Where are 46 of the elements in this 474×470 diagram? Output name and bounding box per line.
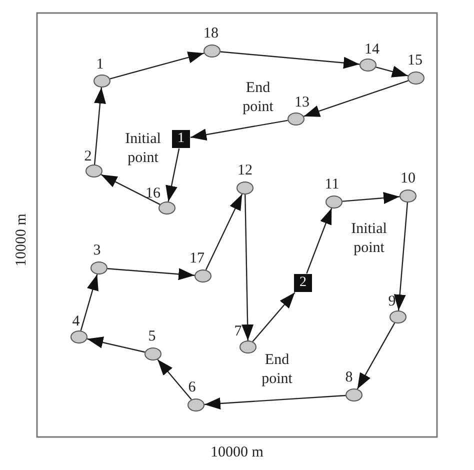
arrow: [220, 51, 360, 69]
arrow: [100, 174, 160, 205]
waypoint-number: 15: [408, 54, 422, 68]
arrow: [356, 322, 396, 390]
waypoint-number: 2: [84, 150, 92, 164]
point-label: Initial point: [124, 130, 162, 168]
arrow: [342, 192, 400, 204]
waypoint-number: 18: [204, 26, 218, 42]
axis-label: 10000 m: [210, 444, 264, 462]
arrow: [204, 394, 346, 410]
arrow: [157, 359, 192, 400]
waypoint-number: 11: [324, 178, 340, 192]
waypoint-number: 8: [345, 370, 353, 386]
axis-label: 10000 m: [12, 214, 30, 266]
waypoint-number: 3: [93, 244, 101, 258]
start-marker: 1: [172, 130, 190, 148]
arrow: [80, 274, 98, 331]
waypoint-number: 5: [148, 330, 156, 344]
arrow: [252, 292, 296, 342]
waypoint-number: 14: [364, 42, 380, 58]
arrow: [94, 87, 106, 165]
arrow: [166, 148, 180, 202]
point-label: End point: [242, 79, 274, 117]
waypoint-number: 1: [96, 58, 104, 72]
arrow: [394, 202, 408, 311]
arrow: [205, 194, 243, 270]
waypoint-number: 12: [238, 164, 252, 178]
arrow: [110, 52, 204, 80]
waypoint-number: 9: [388, 294, 396, 310]
arrow: [107, 268, 195, 280]
arrow: [304, 80, 408, 117]
waypoint-number: 10: [400, 172, 416, 186]
arrow: [87, 336, 145, 353]
waypoint-number: 16: [146, 186, 160, 202]
start-marker: 2: [294, 274, 312, 292]
waypoint-number: 17: [190, 252, 204, 266]
arrow: [242, 194, 254, 340]
arrow: [376, 66, 408, 78]
waypoint-number: 6: [188, 380, 196, 396]
point-label: End point: [260, 351, 294, 389]
arrow: [306, 208, 332, 274]
point-label: Initial point: [350, 220, 388, 258]
arrow: [190, 120, 288, 141]
waypoint-number: 7: [234, 324, 242, 340]
waypoint-number: 4: [72, 314, 80, 330]
waypoint-number: 13: [294, 96, 310, 110]
